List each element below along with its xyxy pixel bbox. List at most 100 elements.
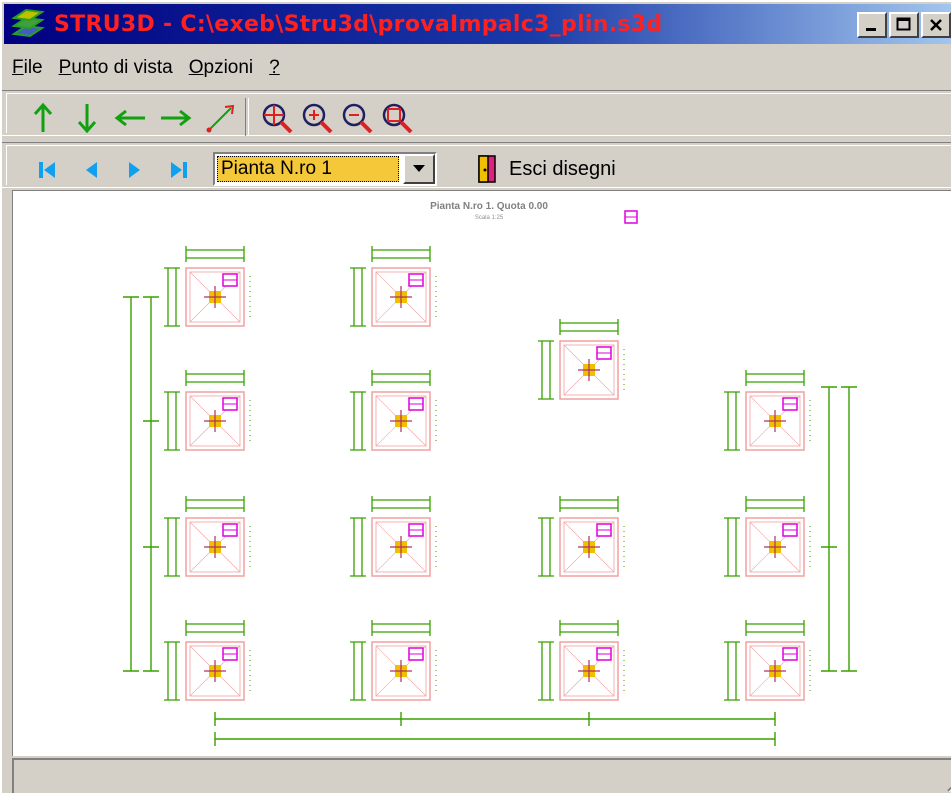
zoom-out-icon[interactable] (339, 100, 375, 136)
footing-dim-left-8 (538, 517, 554, 577)
rotate-icon[interactable] (203, 100, 239, 136)
footing-inner-13 (749, 645, 801, 697)
dropdown-button[interactable] (403, 154, 435, 184)
footing-5 (745, 391, 805, 451)
prev-icon[interactable] (73, 152, 109, 188)
footing-inner-8 (563, 521, 615, 573)
first-icon[interactable] (29, 152, 65, 188)
footing-7 (371, 517, 431, 577)
maximize-button[interactable] (889, 12, 919, 38)
plan-select-value: Pianta N.ro 1 (217, 156, 399, 182)
plan-scale: Scala 1:25 (475, 215, 504, 221)
footing-inner-3 (189, 395, 241, 447)
zoom-in-icon[interactable] (299, 100, 335, 136)
plan-title: Pianta N.ro 1. Quota 0.00 (430, 201, 548, 212)
column-axes-0 (204, 286, 226, 308)
footing-0 (185, 267, 245, 327)
menu-opzioni[interactable]: Opzioni (188, 57, 254, 78)
menu-bar: File Punto di vista Opzioni ? (2, 48, 951, 88)
column-axes-8 (578, 536, 600, 558)
footing-inner-9 (749, 521, 801, 573)
footing-dim-top-0 (185, 246, 245, 262)
next-icon[interactable] (117, 152, 153, 188)
menu-help[interactable]: ? (269, 57, 280, 78)
footing-dim-left-13 (724, 641, 740, 701)
footing-dim-top-3 (185, 370, 245, 386)
footing-dim-top-8 (559, 496, 619, 512)
menu-punto-di-vista[interactable]: Punto di vista (58, 57, 173, 78)
footing-dim-left-10 (164, 641, 180, 701)
footing-12 (559, 641, 619, 701)
exit-drawings-button[interactable]: Esci disegni (477, 150, 616, 188)
footing-11 (371, 641, 431, 701)
plan-select[interactable]: Pianta N.ro 1 (213, 152, 437, 186)
column-axes-11 (390, 660, 412, 682)
footing-dim-top-1 (371, 246, 431, 262)
exit-door-icon (478, 155, 496, 183)
column-axes-2 (578, 359, 600, 381)
footing-10 (185, 641, 245, 701)
last-icon[interactable] (161, 152, 197, 188)
menu-file[interactable]: File (12, 57, 43, 78)
overall-dim-bottom-inner (214, 712, 776, 726)
footing-inner-10 (189, 645, 241, 697)
footing-6 (185, 517, 245, 577)
column-axes-7 (390, 536, 412, 558)
footing-4 (371, 391, 431, 451)
footing-dim-top-2 (559, 319, 619, 335)
footing-dim-left-3 (164, 391, 180, 451)
column-axes-4 (390, 410, 412, 432)
footing-dim-left-2 (538, 340, 554, 400)
footing-dim-top-4 (371, 370, 431, 386)
plan-layer (123, 210, 857, 746)
arrow-right-icon[interactable] (157, 100, 193, 136)
resize-grip-icon[interactable] (944, 763, 951, 793)
status-bar (12, 758, 951, 793)
footing-dim-left-5 (724, 391, 740, 451)
footing-dim-left-4 (350, 391, 366, 451)
plan-drawing[interactable]: Pianta N.ro 1. Quota 0.00 Scala 1:25 (13, 191, 951, 756)
footing-2 (559, 340, 619, 400)
arrow-left-icon[interactable] (113, 100, 149, 136)
overall-dim-right-outer (841, 386, 857, 672)
app-logo-icon (11, 8, 45, 38)
arrow-down-icon[interactable] (69, 100, 105, 136)
footing-inner-2 (563, 344, 615, 396)
footing-inner-11 (375, 645, 427, 697)
close-icon (930, 19, 942, 31)
zoom-extents-icon[interactable] (379, 100, 415, 136)
overall-dim-left-inner (143, 296, 159, 672)
view-toolbar (2, 90, 951, 136)
title-bar[interactable]: STRU3D - C:\exeb\Stru3d\provaImpalc3_pli… (4, 4, 951, 44)
overall-dim-bottom-outer (214, 732, 776, 746)
plan-toolbar: Pianta N.ro 1 Esci disegni (2, 142, 951, 188)
footing-dim-left-6 (164, 517, 180, 577)
column-axes-5 (764, 410, 786, 432)
minimize-button[interactable] (857, 12, 887, 38)
column-axes-10 (204, 660, 226, 682)
footing-inner-4 (375, 395, 427, 447)
maximize-icon (896, 17, 911, 31)
footing-inner-7 (375, 521, 427, 573)
footing-inner-6 (189, 521, 241, 573)
footing-dim-left-12 (538, 641, 554, 701)
footing-dim-left-9 (724, 517, 740, 577)
footing-dim-top-6 (185, 496, 245, 512)
footing-dim-top-5 (745, 370, 805, 386)
exit-drawings-label: Esci disegni (509, 157, 616, 180)
drawing-canvas[interactable]: Pianta N.ro 1. Quota 0.00 Scala 1:25 (12, 190, 951, 756)
column-axes-6 (204, 536, 226, 558)
footing-inner-0 (189, 271, 241, 323)
arrow-up-icon[interactable] (25, 100, 61, 136)
footing-dim-top-9 (745, 496, 805, 512)
footing-dim-top-12 (559, 620, 619, 636)
footing-inner-5 (749, 395, 801, 447)
window-title: STRU3D - C:\exeb\Stru3d\provaImpalc3_pli… (54, 11, 663, 37)
zoom-window-icon[interactable] (259, 100, 295, 136)
footing-inner-1 (375, 271, 427, 323)
close-button[interactable] (921, 12, 951, 38)
footing-dim-left-7 (350, 517, 366, 577)
minimize-icon (866, 28, 876, 31)
column-axes-1 (390, 286, 412, 308)
